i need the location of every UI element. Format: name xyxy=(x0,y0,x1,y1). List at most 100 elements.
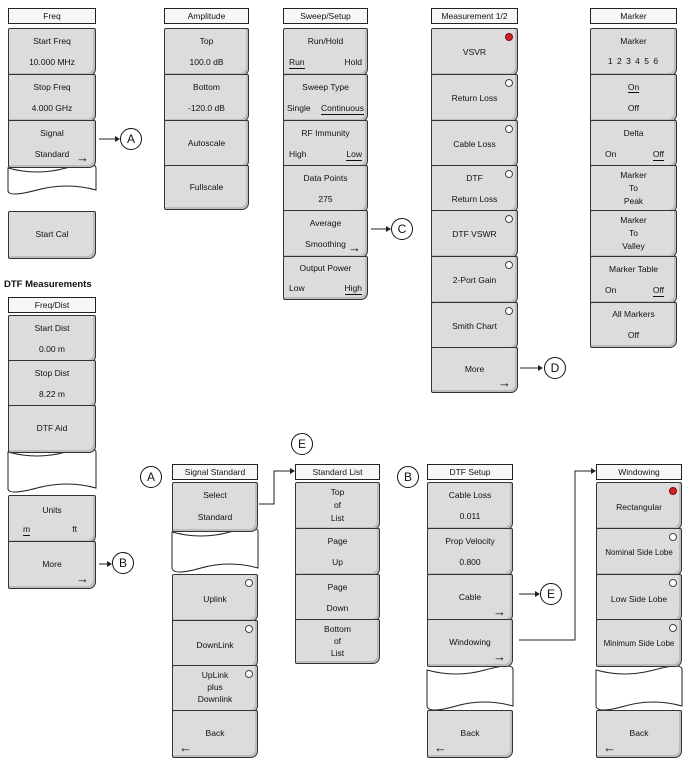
amplitude-panel: Amplitude Top 100.0 dB Bottom -120.0 dB … xyxy=(164,8,249,210)
dtf-vswr-key[interactable]: DTF VSWR xyxy=(431,210,518,258)
page-up-line2: Up xyxy=(332,557,343,567)
downlink-key[interactable]: DownLink xyxy=(172,620,258,668)
freq-title: Freq xyxy=(8,8,96,24)
dtf-setup-back-key[interactable]: Back ← xyxy=(427,710,513,758)
page-down-key[interactable]: Page Down xyxy=(295,574,380,622)
select-standard-key[interactable]: Select Standard xyxy=(172,482,258,532)
standard-list-panel: Standard List Top of List Page Up Page D… xyxy=(295,464,380,664)
delta-on-option: On xyxy=(605,149,617,159)
low-side-lobe-key[interactable]: Low Side Lobe xyxy=(596,574,682,622)
more-key[interactable]: More → xyxy=(431,347,518,393)
radio-icon xyxy=(505,215,513,223)
start-freq-label: Start Freq xyxy=(33,36,71,46)
start-freq-key[interactable]: Start Freq 10.000 MHz xyxy=(8,28,96,76)
uplink-key[interactable]: Uplink xyxy=(172,574,258,622)
updown-line3: Downlink xyxy=(197,694,233,704)
single-option: Single xyxy=(287,103,311,113)
rectangular-key[interactable]: Rectangular xyxy=(596,482,682,530)
sweep-type-label: Sweep Type xyxy=(302,82,349,92)
hold-option: Hold xyxy=(344,57,362,67)
two-port-gain-label: 2-Port Gain xyxy=(452,275,497,285)
signal-standard-back-key[interactable]: Back ← xyxy=(172,710,258,758)
run-option: Run xyxy=(289,57,305,69)
start-freq-value: 10.000 MHz xyxy=(29,57,75,67)
smith-chart-key[interactable]: Smith Chart xyxy=(431,302,518,350)
stop-freq-key[interactable]: Stop Freq 4.000 GHz xyxy=(8,74,96,122)
signal-standard-key[interactable]: Signal Standard → xyxy=(8,120,96,168)
start-dist-key[interactable]: Start Dist 0.00 m xyxy=(8,315,96,363)
marker-on-off-key[interactable]: On Off xyxy=(590,74,677,122)
uplink-plus-downlink-key[interactable]: UpLink plus Downlink xyxy=(172,665,258,713)
start-cal-key[interactable]: Start Cal xyxy=(8,211,96,259)
radio-icon xyxy=(245,670,253,678)
updown-line1: UpLink xyxy=(201,670,229,680)
table-off-option: Off xyxy=(652,285,664,297)
bottom-key[interactable]: Bottom -120.0 dB xyxy=(164,74,249,122)
delta-off-option: Off xyxy=(652,149,664,161)
data-points-key[interactable]: Data Points 275 xyxy=(283,165,368,213)
cable-loss-key[interactable]: Cable Loss xyxy=(431,120,518,168)
windowing-back-key[interactable]: Back ← xyxy=(596,710,682,758)
marker-table-label: Marker Table xyxy=(609,264,658,274)
top-of-list-key[interactable]: Top of List xyxy=(295,482,380,530)
delta-label: Delta xyxy=(623,128,644,138)
signal-standard-line2: Standard xyxy=(34,149,70,159)
fullscale-key[interactable]: Fullscale xyxy=(164,165,249,210)
autoscale-label: Autoscale xyxy=(187,138,226,148)
marker-table-key[interactable]: Marker Table On Off xyxy=(590,256,677,304)
stop-dist-key[interactable]: Stop Dist 8.22 m xyxy=(8,360,96,408)
table-on-option: On xyxy=(605,285,617,295)
minimum-side-lobe-label: Minimum Side Lobe xyxy=(603,639,675,648)
low-option: Low xyxy=(346,149,362,161)
radio-icon xyxy=(505,125,513,133)
start-dist-label: Start Dist xyxy=(34,323,70,333)
return-loss-key[interactable]: Return Loss xyxy=(431,74,518,122)
vswr-key[interactable]: VSVR xyxy=(431,28,518,76)
dtf-setup-panel: DTF Setup Cable Loss 0.011 Prop Velocity… xyxy=(427,464,513,758)
dtf-vswr-label: DTF VSWR xyxy=(452,229,497,239)
page-up-key[interactable]: Page Up xyxy=(295,528,380,576)
top-label: Top xyxy=(199,36,214,46)
two-port-gain-key[interactable]: 2-Port Gain xyxy=(431,256,518,304)
dtf-return-loss-key[interactable]: DTF Return Loss xyxy=(431,165,518,213)
marker-to-peak-key[interactable]: Marker To Peak xyxy=(590,165,677,213)
radio-icon xyxy=(245,625,253,633)
downlink-label: DownLink xyxy=(196,640,234,650)
callout-a: A xyxy=(140,466,162,488)
top-key[interactable]: Top 100.0 dB xyxy=(164,28,249,76)
average-smoothing-key[interactable]: Average Smoothing → xyxy=(283,210,368,258)
radio-icon xyxy=(505,307,513,315)
minimum-side-lobe-key[interactable]: Minimum Side Lobe xyxy=(596,619,682,667)
high-option: High xyxy=(289,149,307,159)
marker-select-key[interactable]: Marker 1 2 3 4 5 6 xyxy=(590,28,677,76)
radio-icon xyxy=(505,170,513,178)
data-points-value: 275 xyxy=(318,194,333,204)
cable-loss-setting-key[interactable]: Cable Loss 0.011 xyxy=(427,482,513,530)
top-of-list-line2: of xyxy=(333,500,342,510)
updown-line2: plus xyxy=(207,682,223,692)
marker-off-option: Off xyxy=(627,103,640,113)
freq-dist-more-key[interactable]: More → xyxy=(8,541,96,589)
fullscale-label: Fullscale xyxy=(189,182,224,192)
autoscale-key[interactable]: Autoscale xyxy=(164,120,249,168)
radio-selected-icon xyxy=(505,33,513,41)
op-high-option: High xyxy=(344,283,362,295)
dtf-aid-key[interactable]: DTF Aid xyxy=(8,405,96,453)
prop-velocity-key[interactable]: Prop Velocity 0.800 xyxy=(427,528,513,576)
rectangular-label: Rectangular xyxy=(616,502,662,512)
bottom-of-list-key[interactable]: Bottom of List xyxy=(295,619,380,664)
windowing-key[interactable]: Windowing → xyxy=(427,619,513,667)
return-loss-label: Return Loss xyxy=(451,93,498,103)
delta-key[interactable]: Delta On Off xyxy=(590,120,677,168)
nominal-side-lobe-key[interactable]: Nominal Side Lobe xyxy=(596,528,682,576)
cable-key[interactable]: Cable → xyxy=(427,574,513,622)
marker-to-valley-key[interactable]: Marker To Valley xyxy=(590,210,677,258)
data-points-label: Data Points xyxy=(303,173,348,183)
all-markers-key[interactable]: All Markers Off xyxy=(590,302,677,348)
